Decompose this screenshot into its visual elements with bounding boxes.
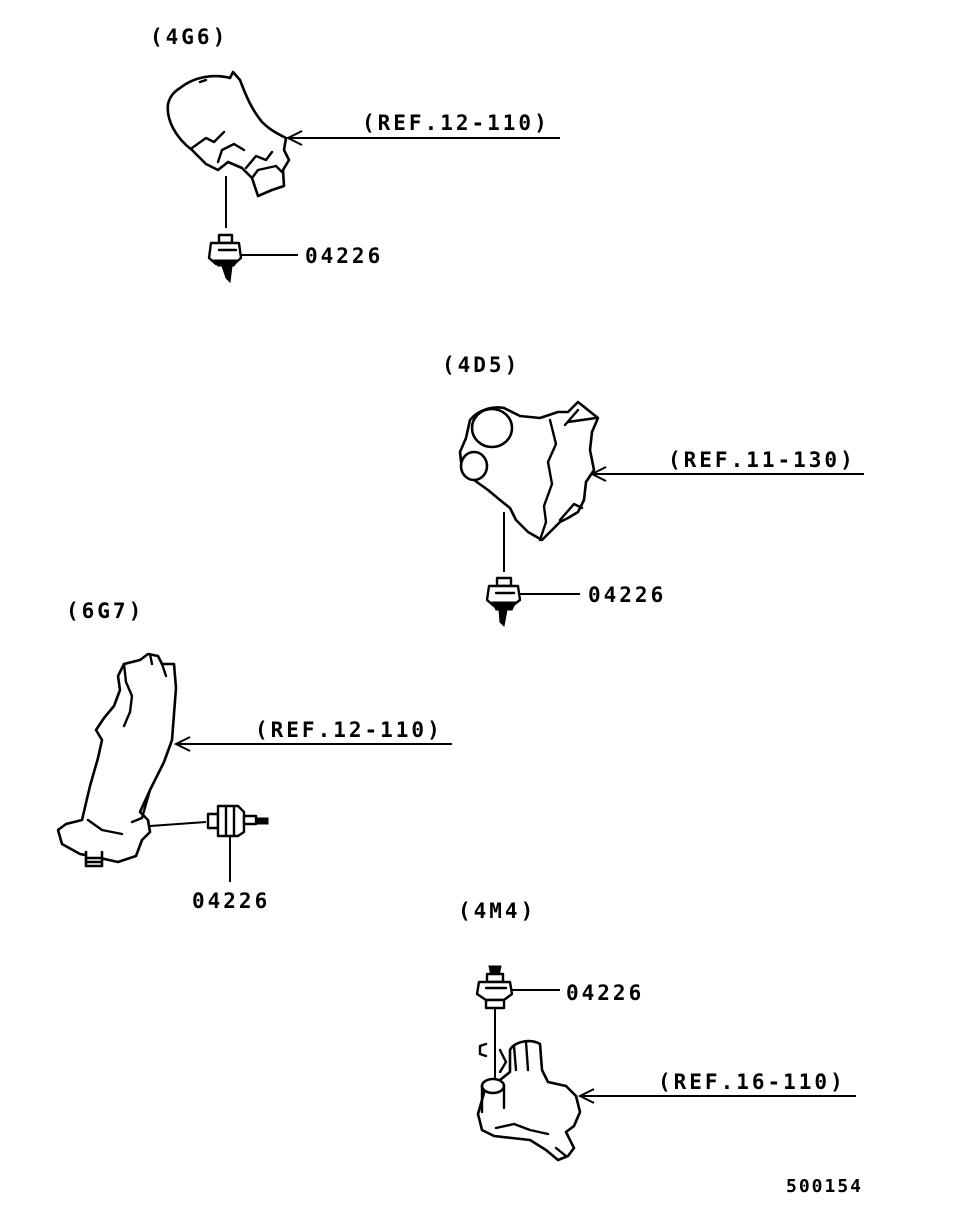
reference-arrow-4d5 — [589, 466, 607, 482]
reference-arrow-6g7 — [173, 736, 191, 752]
group-6g7: (6G7) 04226 (REF.12-110) — [56, 599, 452, 913]
engine-label-4g6: (4G6) — [150, 25, 228, 49]
block-detail-4d5 — [538, 408, 598, 542]
engine-block-6g7 — [56, 652, 178, 864]
group-4m4: (4M4) 04226 (REF.16-110) — [458, 899, 856, 1162]
oil-pressure-switch-6g7 — [206, 804, 269, 838]
part-number-6g7: 04226 — [192, 889, 270, 913]
part-number-4g6: 04226 — [305, 244, 383, 268]
block-boss-4m4 — [480, 1077, 506, 1095]
engine-block-4m4 — [476, 1039, 582, 1162]
group-4g6: (4G6) 04226 (REF.12-110) — [150, 25, 560, 284]
block-detail-4g6 — [190, 78, 284, 180]
oil-pressure-switch-4d5 — [485, 576, 522, 628]
block-port-4d5 — [459, 450, 489, 482]
block-detail-6g7 — [86, 652, 168, 836]
reference-label-6g7: (REF.12-110) — [255, 718, 443, 742]
engine-label-4d5: (4D5) — [442, 353, 520, 377]
reference-label-4m4: (REF.16-110) — [658, 1070, 846, 1094]
reference-arrow-4g6 — [285, 130, 303, 146]
block-detail-4m4 — [494, 1040, 568, 1158]
figure-code: 500154 — [786, 1176, 863, 1197]
part-number-4m4: 04226 — [566, 981, 644, 1005]
block-boss-4d5 — [470, 407, 514, 449]
part-number-4d5: 04226 — [588, 583, 666, 607]
group-4d5: (4D5) 04226 (REF.11-130) — [442, 353, 864, 628]
oil-pressure-switch-4g6 — [207, 233, 243, 284]
clip-detail-4m4 — [478, 1042, 508, 1074]
engine-block-4g6 — [166, 70, 291, 198]
engine-label-6g7: (6G7) — [66, 599, 144, 623]
reference-label-4g6: (REF.12-110) — [362, 111, 550, 135]
reference-arrow-4m4 — [577, 1088, 595, 1104]
connector-line-6g7 — [149, 821, 207, 827]
reference-label-4d5: (REF.11-130) — [668, 448, 856, 472]
engine-label-4m4: (4M4) — [458, 899, 536, 923]
oil-pressure-switch-4m4 — [475, 965, 514, 1010]
